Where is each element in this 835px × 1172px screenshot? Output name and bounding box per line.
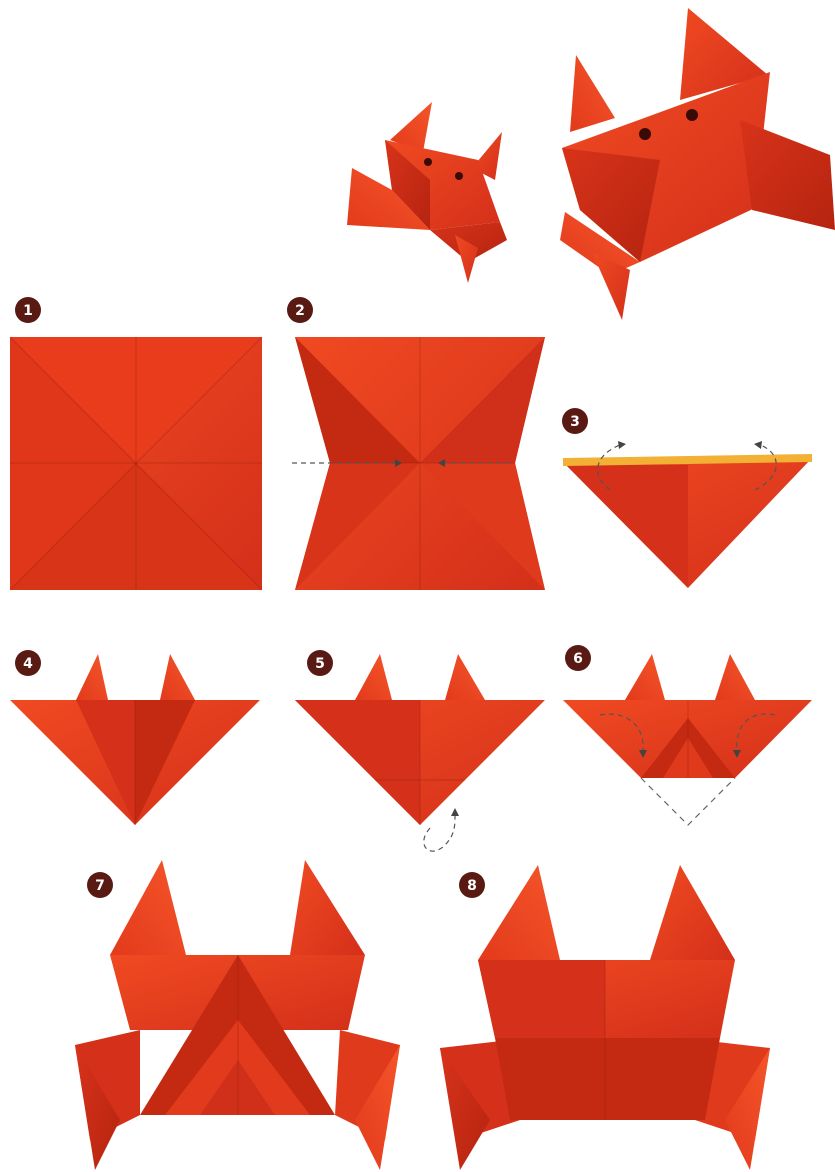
step-6: 6 <box>563 645 812 825</box>
step-7-number: 7 <box>95 878 105 894</box>
step-8: 8 <box>440 865 770 1170</box>
step-3: 3 <box>562 408 812 588</box>
step-2-number: 2 <box>295 303 305 319</box>
step-1-diagram <box>10 337 262 590</box>
step-4: 4 <box>10 650 260 825</box>
step-3-diagram <box>563 441 812 588</box>
step-3-badge: 3 <box>562 408 588 434</box>
step-2-badge: 2 <box>287 297 313 323</box>
step-6-diagram <box>563 654 812 825</box>
finished-crab-large <box>560 8 835 320</box>
step-2: 2 <box>287 297 545 590</box>
step-4-number: 4 <box>23 656 33 672</box>
step-1: 1 <box>10 297 262 590</box>
step-7-diagram <box>75 860 400 1170</box>
step-6-number: 6 <box>573 651 583 667</box>
step-5-diagram <box>295 654 545 851</box>
step-4-diagram <box>10 654 260 825</box>
step-8-number: 8 <box>467 878 477 894</box>
step-6-badge: 6 <box>565 645 591 671</box>
step-8-diagram <box>440 865 770 1170</box>
fold-arrow-up <box>424 815 455 851</box>
step-3-number: 3 <box>570 414 580 430</box>
step-7: 7 <box>75 860 400 1170</box>
step-1-badge: 1 <box>15 297 41 323</box>
step-1-number: 1 <box>23 303 33 319</box>
step-5-number: 5 <box>315 656 325 672</box>
step-8-badge: 8 <box>459 872 485 898</box>
finished-crab-small <box>347 102 507 283</box>
step-5: 5 <box>295 650 545 851</box>
fold-outline <box>641 778 735 825</box>
step-4-badge: 4 <box>15 650 41 676</box>
step-2-diagram <box>292 337 545 590</box>
step-5-badge: 5 <box>307 650 333 676</box>
step-7-badge: 7 <box>87 872 113 898</box>
